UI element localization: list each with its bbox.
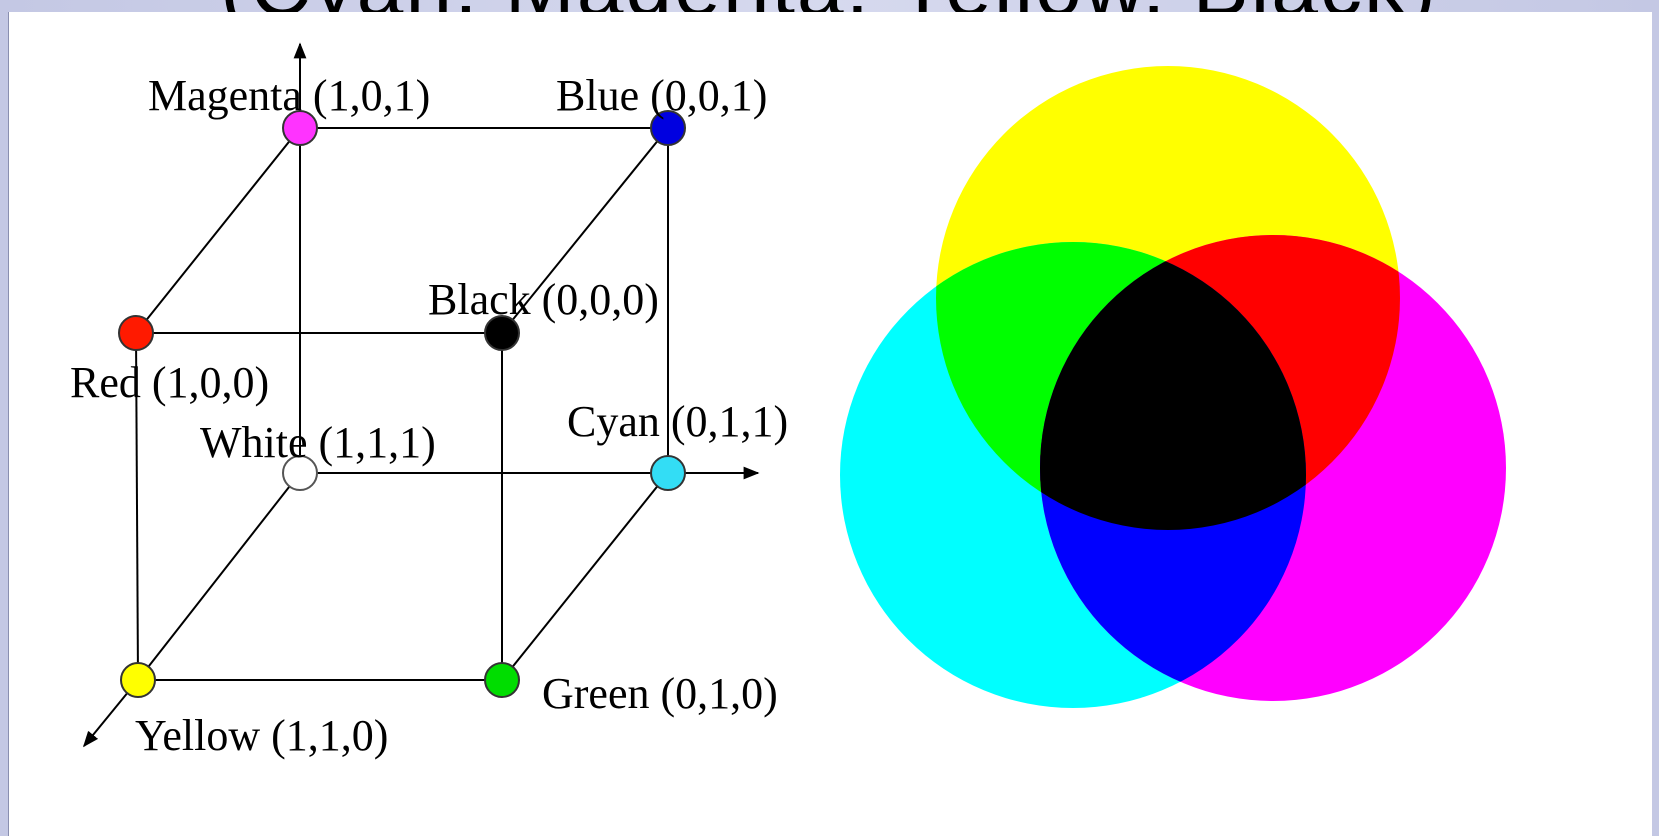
cmy-cube: Magenta (1,0,1) Blue (0,0,1) Black (0,0,… bbox=[70, 42, 788, 760]
cube-edges bbox=[135, 127, 669, 681]
subtractive-venn bbox=[840, 66, 1506, 708]
edge-cyan-green bbox=[501, 472, 669, 681]
vertex-yellow bbox=[120, 662, 156, 698]
edge-magenta-red bbox=[135, 127, 301, 334]
label-yellow: Yellow (1,1,0) bbox=[135, 711, 388, 760]
vertex-red bbox=[118, 315, 154, 351]
venn-overlap-all bbox=[1040, 242, 1306, 530]
label-blue: Blue (0,0,1) bbox=[556, 71, 767, 120]
vertex-black bbox=[484, 315, 520, 351]
label-red: Red (1,0,0) bbox=[70, 358, 269, 407]
vertex-magenta bbox=[282, 110, 318, 146]
vertex-green bbox=[484, 662, 520, 698]
vertex-cyan bbox=[650, 455, 686, 491]
label-black: Black (0,0,0) bbox=[428, 275, 659, 324]
edge-red-yellow bbox=[135, 332, 139, 681]
slide-title: (Cyan, Magenta, Yellow, Black) bbox=[220, 0, 1438, 12]
slide-title-strip: (Cyan, Magenta, Yellow, Black) bbox=[0, 0, 1659, 12]
edge-blue-black bbox=[501, 127, 669, 334]
label-green: Green (0,1,0) bbox=[542, 669, 778, 718]
label-magenta: Magenta (1,0,1) bbox=[148, 71, 430, 120]
edge-white-yellow bbox=[137, 472, 301, 681]
label-white: White (1,1,1) bbox=[200, 418, 436, 467]
vertex-white bbox=[282, 455, 318, 491]
vertex-blue bbox=[650, 110, 686, 146]
label-cyan: Cyan (0,1,1) bbox=[567, 397, 788, 446]
